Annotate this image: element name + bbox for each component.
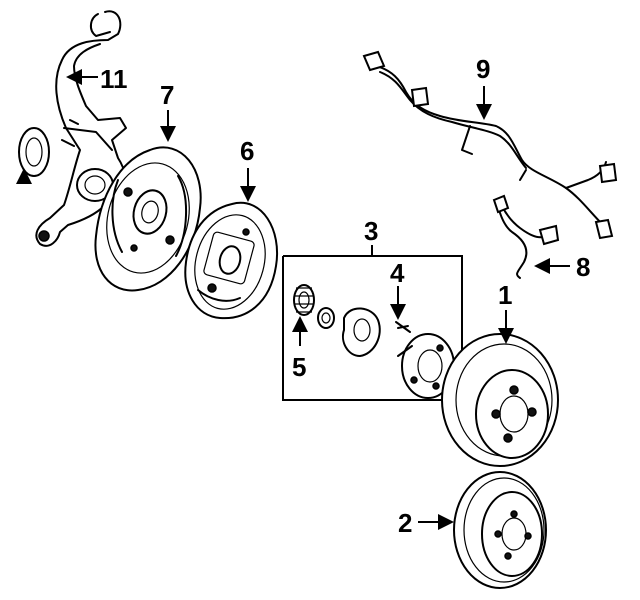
callout-3[interactable]: 3	[364, 216, 378, 246]
callout-labels: 11 7 6 9 3 4 5 8 1 2	[100, 54, 590, 538]
wheel-stud[interactable]	[395, 321, 413, 357]
brake-drum[interactable]	[453, 471, 547, 589]
wheel-hub[interactable]	[342, 307, 455, 399]
abs-tone-ring[interactable]	[293, 284, 315, 316]
steering-knuckle[interactable]	[35, 10, 127, 247]
callout-10[interactable]: 11	[100, 64, 128, 94]
wheel-bearing[interactable]	[317, 307, 335, 329]
abs-sensor-harness[interactable]	[362, 50, 618, 240]
brake-hose[interactable]	[492, 194, 560, 279]
callout-2[interactable]: 2	[398, 508, 412, 538]
callout-9[interactable]: 9	[476, 54, 490, 84]
callout-4[interactable]: 4	[390, 258, 405, 288]
callout-1[interactable]: 1	[498, 280, 512, 310]
brake-rotor[interactable]	[441, 333, 559, 467]
dust-seal[interactable]	[18, 127, 50, 177]
splash-shield[interactable]	[94, 146, 202, 292]
callout-7[interactable]: 7	[160, 80, 174, 110]
callout-8[interactable]: 8	[576, 252, 590, 282]
callout-6[interactable]: 6	[240, 136, 254, 166]
callout-5[interactable]: 5	[292, 352, 306, 382]
leader-lines	[16, 69, 570, 530]
backing-plate[interactable]	[184, 201, 279, 320]
